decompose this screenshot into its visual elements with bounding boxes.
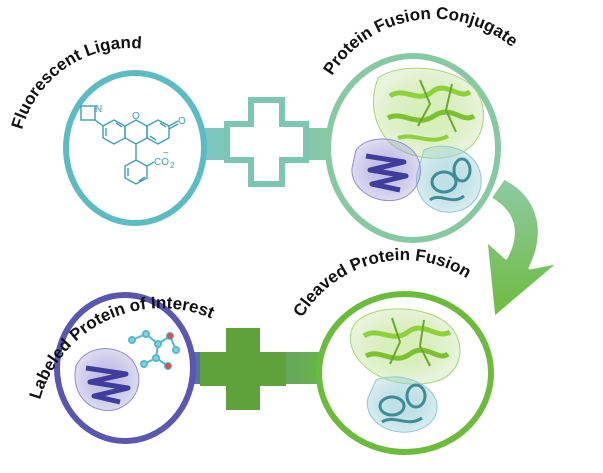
ligand-N-label: N [95,104,102,115]
labeled-protein-icon [74,330,180,412]
ligand-carboxylate-label: CO [154,157,169,168]
ligand-structure-icon [80,105,179,185]
ligand-circle [63,70,207,226]
plus-icon-top [224,97,309,187]
ligand-carbonyl-label: O [178,116,186,127]
conjugate-protein-icon [351,67,484,213]
curved-arrow-icon [484,176,562,320]
plus-icon-bottom [200,328,286,410]
ligand-O-label: O [132,111,140,122]
ligand-charge-label: − [163,148,169,159]
cleaved-protein-icon [349,308,461,433]
ligand-carboxylate-subscript: 2 [170,161,175,170]
